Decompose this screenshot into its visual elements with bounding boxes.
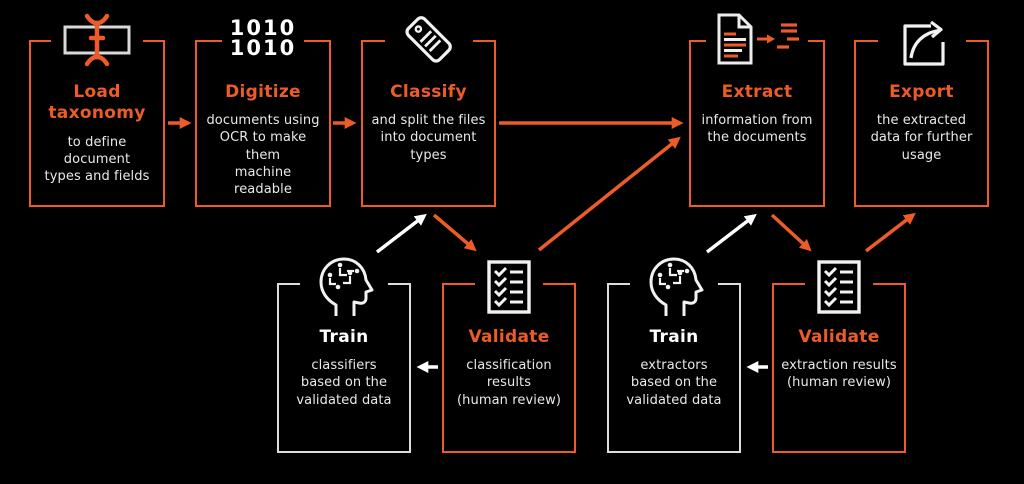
arrow-train-extractors-to-extract bbox=[705, 213, 757, 254]
binary-line: 1010 bbox=[229, 16, 297, 41]
document-extract-icon bbox=[709, 11, 805, 67]
brain-head-icon bbox=[314, 255, 374, 317]
border-notch bbox=[706, 38, 808, 46]
node-train-extractors: Train extractors based on the validated … bbox=[607, 257, 741, 453]
node-body: the extracted data for further usage bbox=[870, 113, 973, 163]
node-body: classification results (human review) bbox=[456, 358, 562, 408]
arrow-validate-extraction-to-export bbox=[864, 212, 916, 253]
border-notch bbox=[475, 281, 543, 289]
binary-line: 1010 bbox=[229, 36, 297, 60]
node-title: Digitize bbox=[225, 82, 301, 102]
arrow-validate-classification-to-extract bbox=[537, 136, 681, 252]
node-export: Export the extracted data for further us… bbox=[854, 20, 989, 207]
border-notch bbox=[805, 281, 873, 289]
node-title: Validate bbox=[468, 327, 550, 347]
node-body: documents using OCR to make them machine… bbox=[206, 113, 320, 197]
node-extract: Extract information from the documents bbox=[689, 13, 825, 207]
node-body: and split the files into document types bbox=[371, 113, 486, 163]
arrow-extract-to-validate-extraction bbox=[770, 213, 812, 252]
checklist-icon bbox=[814, 258, 864, 316]
arrow-train-classifiers-to-classify bbox=[375, 213, 427, 254]
binary-icon: 1010 1010 bbox=[229, 16, 297, 60]
export-icon bbox=[893, 13, 951, 71]
node-validate-extraction: Validate extraction results (human revie… bbox=[772, 260, 906, 453]
node-title: Extract bbox=[721, 82, 793, 102]
node-body: classifiers based on the validated data bbox=[296, 358, 392, 408]
checklist-icon bbox=[484, 258, 534, 316]
border-notch bbox=[630, 281, 718, 289]
node-load-taxonomy: Load taxonomy to define document types a… bbox=[29, 13, 165, 207]
arrow-classify-to-validate-classification bbox=[432, 213, 477, 252]
border-notch bbox=[222, 38, 304, 46]
node-body: information from the documents bbox=[701, 113, 813, 146]
node-digitize: 1010 1010 Digitize documents using OCR t… bbox=[195, 18, 331, 207]
brain-head-icon bbox=[644, 255, 704, 317]
node-classify: Classify and split the files into docume… bbox=[361, 16, 496, 207]
node-body: extraction results (human review) bbox=[781, 358, 897, 391]
node-title: Train bbox=[649, 327, 699, 347]
node-validate-classification: Validate classification results (human r… bbox=[442, 260, 576, 453]
tag-icon bbox=[400, 10, 458, 68]
node-body: to define document types and fields bbox=[44, 134, 150, 184]
border-notch bbox=[877, 38, 966, 46]
border-notch bbox=[300, 281, 388, 289]
node-title: Train bbox=[319, 327, 369, 347]
taxonomy-icon bbox=[55, 12, 139, 68]
node-body: extractors based on the validated data bbox=[626, 358, 722, 408]
node-title: Export bbox=[889, 82, 954, 102]
node-title: Classify bbox=[390, 82, 467, 102]
node-title: Load taxonomy bbox=[48, 82, 146, 124]
node-title: Validate bbox=[798, 327, 880, 347]
node-train-classifiers: Train classifiers based on the validated… bbox=[277, 257, 411, 453]
